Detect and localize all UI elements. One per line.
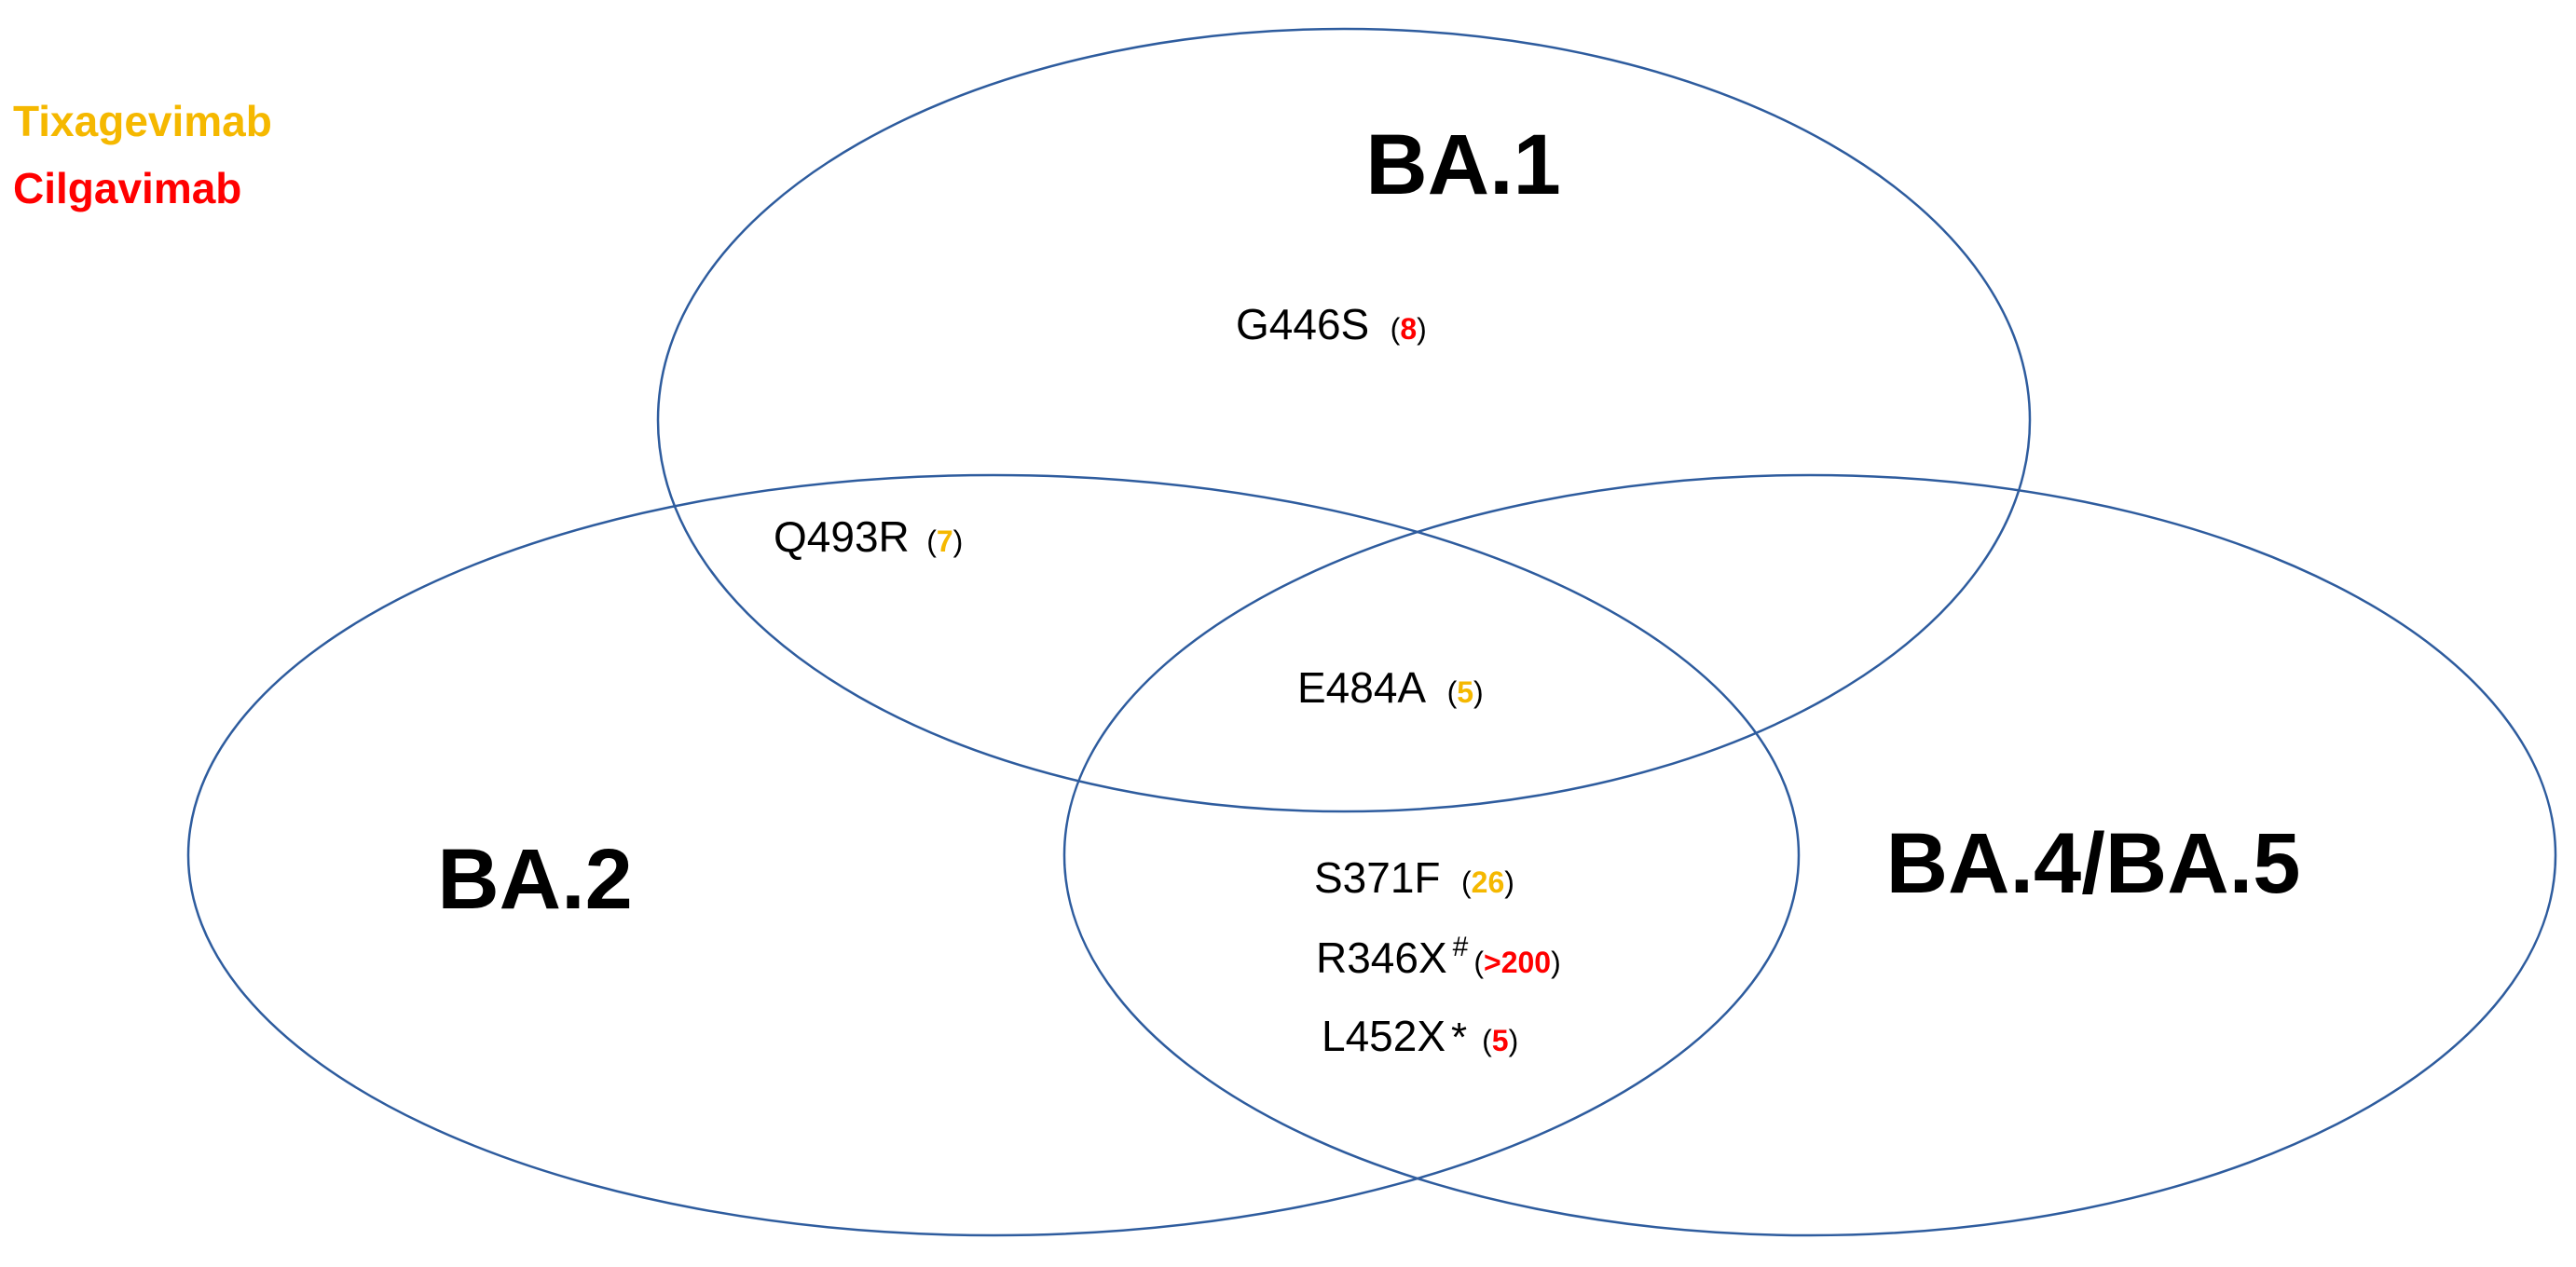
mutation-name: S371F — [1314, 853, 1441, 902]
paren-open: ( — [1473, 946, 1484, 979]
mutation-l452x: L452X* (5) — [1322, 1012, 1518, 1060]
cilgavimab-fold-change: 8 — [1400, 312, 1417, 346]
set-label-ba45: BA.4/BA.5 — [1886, 816, 2301, 911]
paren-close: ) — [1417, 312, 1427, 346]
footnote-mark: # — [1453, 932, 1469, 962]
cilgavimab-fold-change: 5 — [1492, 1024, 1509, 1057]
mutation-name: R346X — [1316, 933, 1447, 982]
cilgavimab-fold-change: >200 — [1484, 946, 1551, 979]
paren-close: ) — [1551, 946, 1561, 979]
legend-tixagevimab: Tixagevimab — [13, 97, 272, 145]
ba1-ellipse — [656, 27, 2032, 813]
mutation-name: L452X — [1322, 1012, 1446, 1060]
ba45-ellipse — [1062, 473, 2557, 1237]
paren-close: ) — [1473, 675, 1484, 709]
mutation-name: G446S — [1236, 300, 1369, 348]
paren-open: ( — [1461, 865, 1472, 899]
mutation-e484a: E484A (5) — [1297, 663, 1484, 712]
tixagevimab-fold-change: 7 — [937, 525, 953, 558]
set-label-ba1: BA.1 — [1365, 117, 1561, 212]
paren-open: ( — [1447, 675, 1458, 709]
mutation-name: E484A — [1297, 663, 1426, 712]
tixagevimab-fold-change: 5 — [1457, 675, 1473, 709]
paren-open: ( — [926, 525, 937, 558]
mutation-name: Q493R — [774, 512, 910, 561]
paren-close: ) — [1509, 1024, 1519, 1057]
paren-close: ) — [1504, 865, 1514, 899]
footnote-mark: * — [1451, 1015, 1467, 1060]
ba2-ellipse — [186, 473, 1801, 1237]
tixagevimab-fold-change: 26 — [1472, 865, 1505, 899]
mutation-r346x: R346X#(>200) — [1316, 932, 1561, 982]
set-label-ba2: BA.2 — [437, 832, 633, 927]
paren-open: ( — [1482, 1024, 1492, 1057]
mutation-s371f: S371F (26) — [1314, 853, 1514, 902]
mutation-g446s: G446S (8) — [1236, 300, 1427, 348]
legend-cilgavimab: Cilgavimab — [13, 164, 241, 212]
paren-open: ( — [1391, 312, 1401, 346]
paren-close: ) — [953, 525, 964, 558]
mutation-q493r: Q493R (7) — [774, 512, 963, 561]
